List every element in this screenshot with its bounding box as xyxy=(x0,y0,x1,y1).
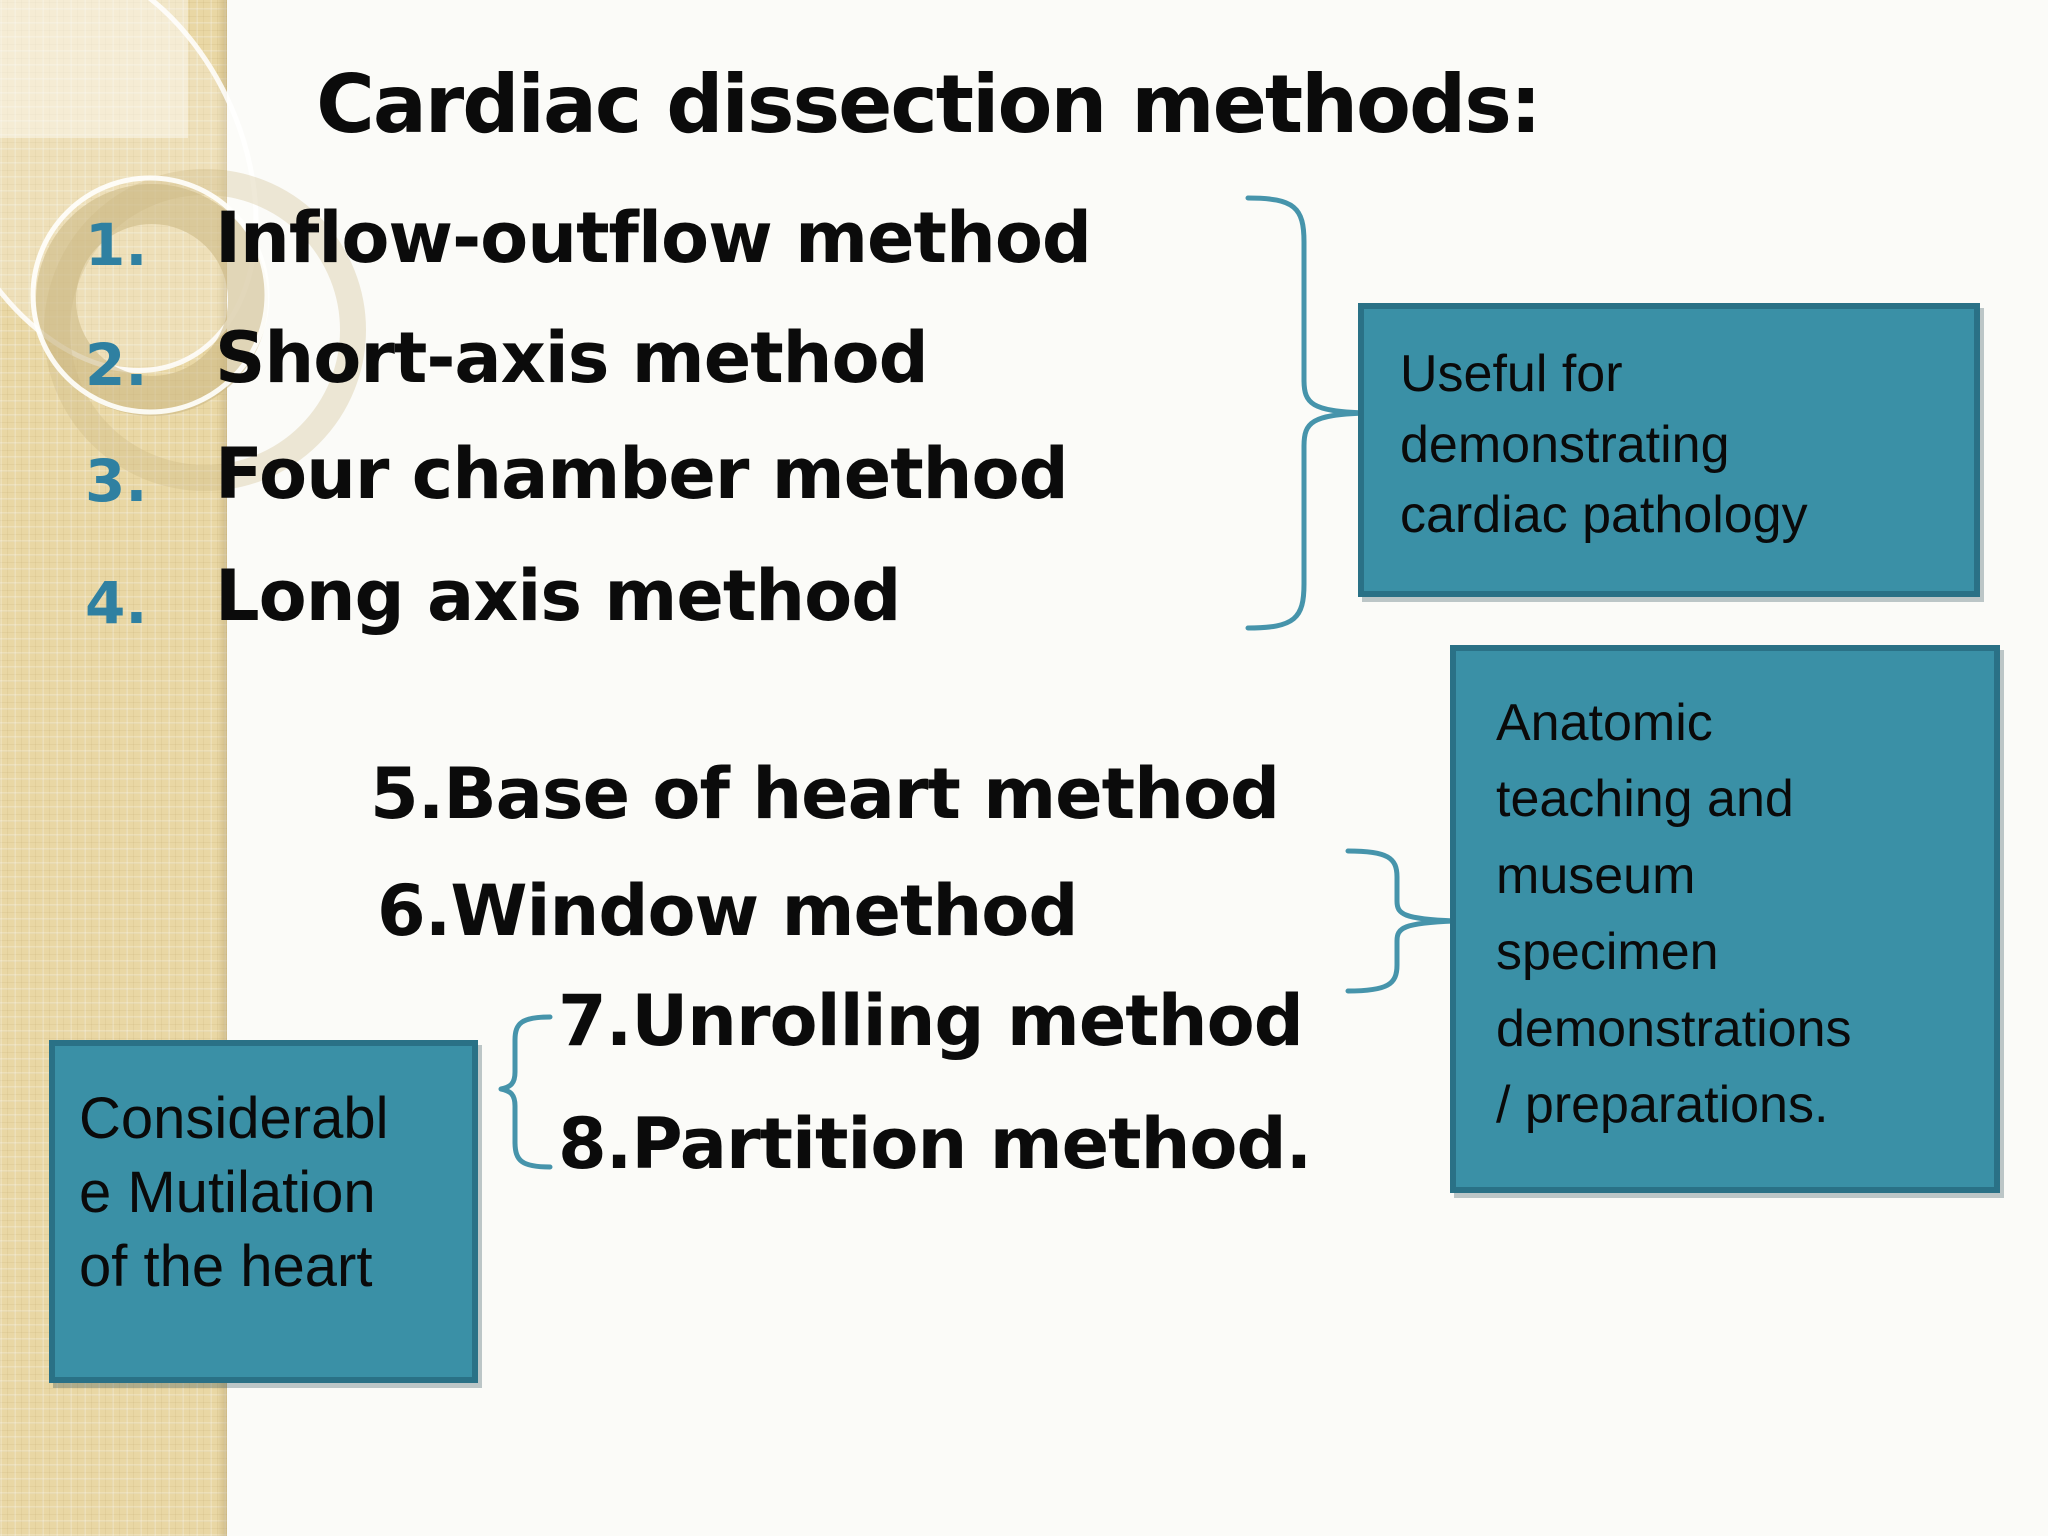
callout-anatomic-teaching: Anatomic teaching and museum specimen de… xyxy=(1450,645,2000,1193)
list-label: Partition method. xyxy=(631,1103,1312,1185)
list-number: 2. xyxy=(85,331,148,399)
list-number: 7. xyxy=(558,980,632,1062)
list-label: Inflow-outflow method xyxy=(215,197,1092,279)
slide-title: Cardiac dissection methods: xyxy=(316,58,1542,151)
list-label: Four chamber method xyxy=(215,433,1069,515)
list-number: 1. xyxy=(85,211,148,279)
list-number: 3. xyxy=(85,447,148,515)
list-number: 4. xyxy=(85,569,148,637)
list-item-8: 8.Partition method. xyxy=(558,1103,1312,1185)
list-number: 5. xyxy=(370,753,444,835)
list-label: Long axis method xyxy=(215,555,901,637)
sidebar-highlight-rect xyxy=(0,0,188,138)
list-label: Base of heart method xyxy=(443,753,1280,835)
curly-brace-items-1-4-icon xyxy=(1245,195,1367,631)
list-item-6: 6.Window method xyxy=(377,870,1079,952)
list-label: Short-axis method xyxy=(215,317,929,399)
list-number: 8. xyxy=(558,1103,632,1185)
list-item-5: 5.Base of heart method xyxy=(370,753,1280,835)
callout-useful-for-pathology: Useful for demonstrating cardiac patholo… xyxy=(1358,303,1980,597)
curly-brace-items-5-6-icon xyxy=(1345,848,1457,994)
list-item-7: 7.Unrolling method xyxy=(558,980,1304,1062)
curly-brace-items-7-8-icon xyxy=(498,1014,553,1170)
list-number: 6. xyxy=(377,870,451,952)
list-label: Window method xyxy=(450,870,1078,952)
callout-considerable-mutilation: Considerabl e Mutilation of the heart xyxy=(49,1040,478,1383)
list-label: Unrolling method xyxy=(631,980,1303,1062)
